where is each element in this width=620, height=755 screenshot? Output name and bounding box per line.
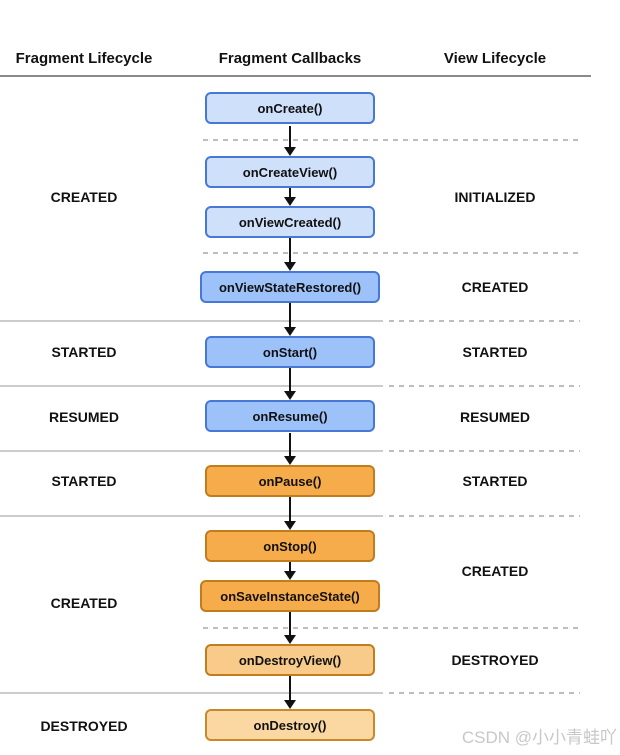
fragment-state-started-1: STARTED [51, 344, 117, 360]
view-state-destroyed: DESTROYED [451, 652, 539, 668]
flow-arrow-9-down-icon [283, 612, 297, 644]
fragment-state-created-1: CREATED [50, 189, 118, 205]
view-state-created-1: CREATED [461, 279, 529, 295]
view-state-divider-dashed-3 [203, 627, 580, 629]
view-state-started-1: STARTED [462, 344, 528, 360]
column-header-view-lifecycle: View Lifecycle [443, 50, 547, 67]
flow-arrow-8-down-icon [283, 562, 297, 580]
view-state-divider-dashed-8 [389, 692, 580, 694]
flow-arrow-4-down-icon [283, 303, 297, 336]
flow-arrow-1-down-icon [283, 126, 297, 156]
view-state-divider-dashed-5 [389, 385, 580, 387]
fragment-state-divider-solid-2 [0, 385, 383, 387]
fragment-state-divider-solid-1 [0, 320, 383, 322]
flow-arrow-6-down-icon [283, 433, 297, 465]
view-state-divider-dashed-4 [389, 320, 580, 322]
callback-box-onstop: onStop() [205, 530, 375, 562]
view-state-divider-dashed-6 [389, 450, 580, 452]
column-header-fragment-callbacks: Fragment Callbacks [218, 50, 362, 67]
view-state-divider-dashed-2 [203, 252, 580, 254]
callback-box-oncreateview: onCreateView() [205, 156, 375, 188]
view-state-initialized: INITIALIZED [454, 189, 536, 205]
fragment-state-destroyed: DESTROYED [40, 718, 128, 734]
callback-box-ondestroyview: onDestroyView() [205, 644, 375, 676]
flow-arrow-10-down-icon [283, 676, 297, 709]
callback-box-onviewcreated: onViewCreated() [205, 206, 375, 238]
view-state-divider-dashed-1 [203, 139, 580, 141]
view-state-started-2: STARTED [462, 473, 528, 489]
flow-arrow-7-down-icon [283, 497, 297, 530]
callback-box-onviewstaterestored: onViewStateRestored() [200, 271, 380, 303]
fragment-state-resumed: RESUMED [48, 409, 119, 425]
callback-box-ondestroy: onDestroy() [205, 709, 375, 741]
callback-box-onsaveinstancestate: onSaveInstanceState() [200, 580, 380, 612]
callback-box-onresume: onResume() [205, 400, 375, 432]
fragment-state-started-2: STARTED [51, 473, 117, 489]
fragment-state-divider-solid-3 [0, 450, 383, 452]
view-state-divider-dashed-7 [389, 515, 580, 517]
view-state-resumed: RESUMED [459, 409, 530, 425]
fragment-state-divider-solid-4 [0, 515, 383, 517]
view-state-created-2: CREATED [461, 563, 529, 579]
csdn-watermark: CSDN @小小青蛙吖 [461, 728, 617, 747]
fragment-state-divider-solid-5 [0, 692, 383, 694]
flow-arrow-2-down-icon [283, 188, 297, 206]
flow-arrow-3-down-icon [283, 238, 297, 271]
callback-box-onpause: onPause() [205, 465, 375, 497]
flow-arrow-5-down-icon [283, 368, 297, 400]
header-divider-line [0, 75, 591, 77]
callback-box-onstart: onStart() [205, 336, 375, 368]
callback-box-oncreate: onCreate() [205, 92, 375, 124]
fragment-state-created-2: CREATED [50, 595, 118, 611]
column-header-fragment-lifecycle: Fragment Lifecycle [15, 50, 153, 67]
